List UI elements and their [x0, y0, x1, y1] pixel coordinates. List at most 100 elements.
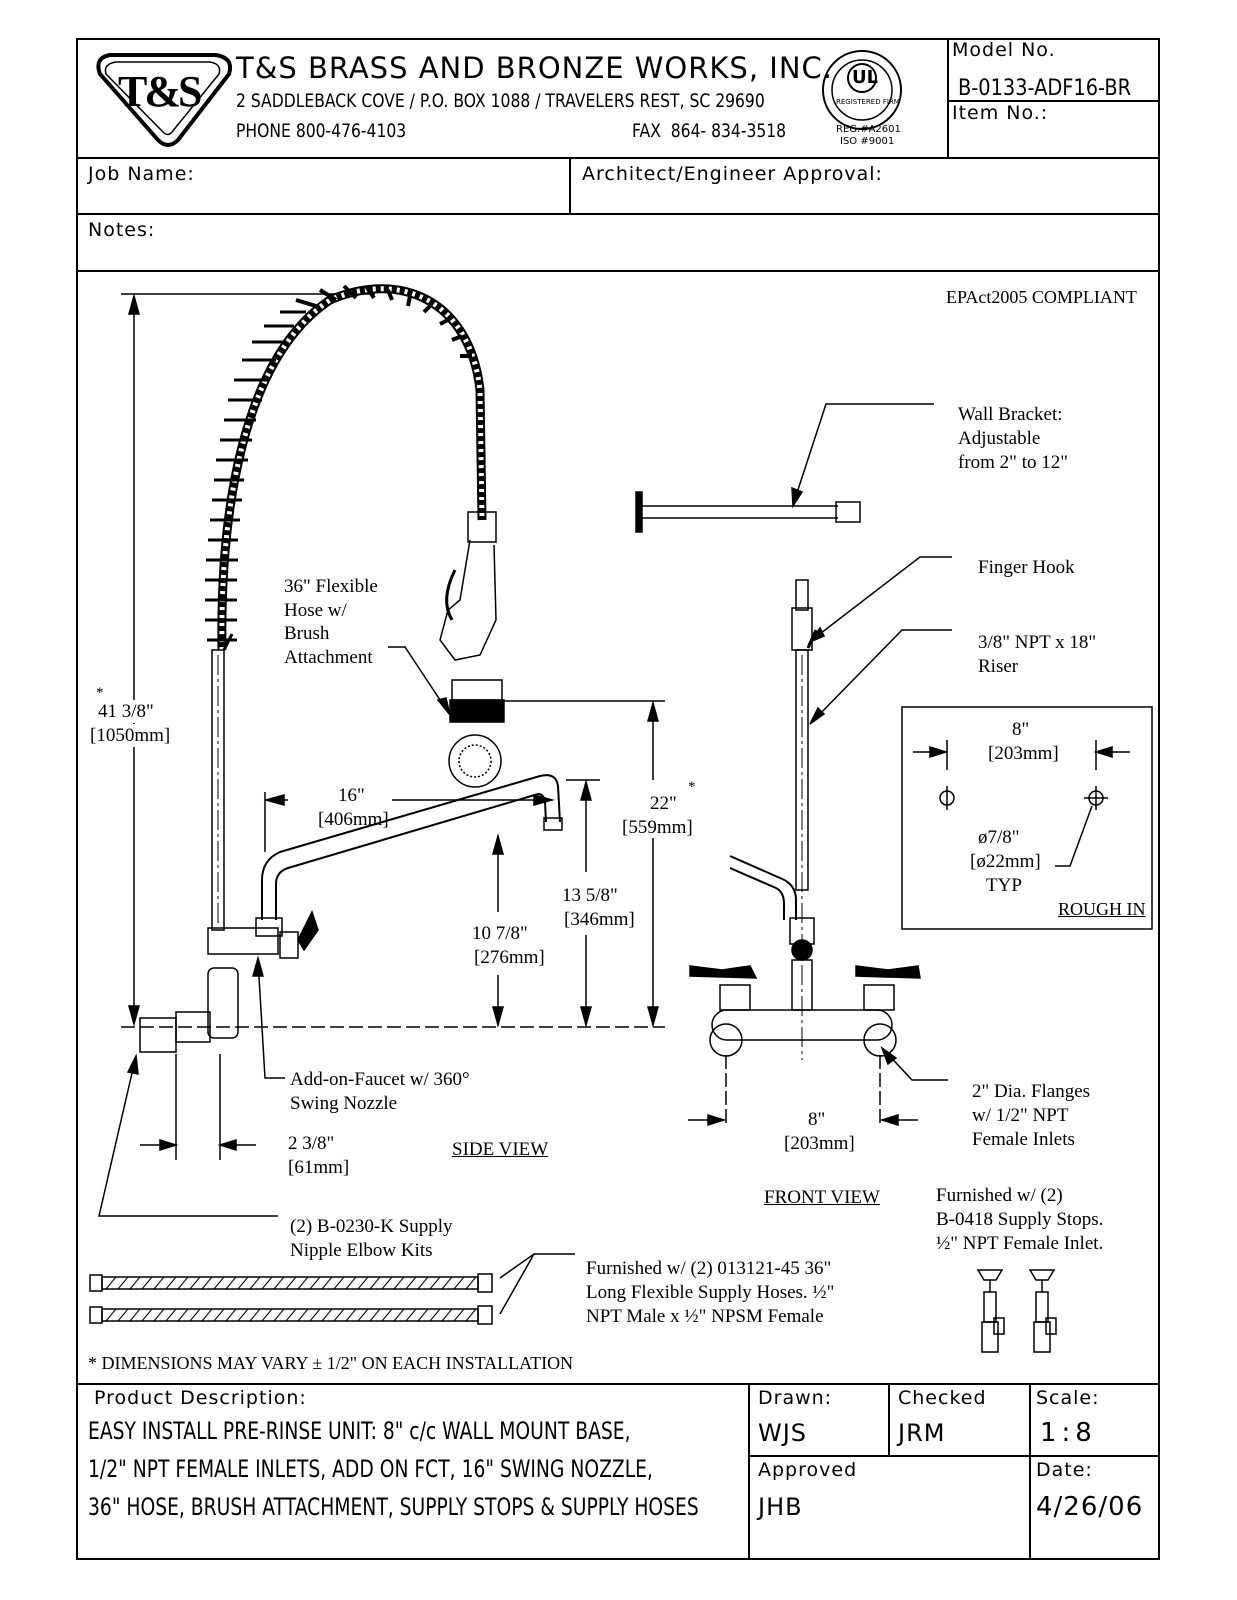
- dim13-inches: 13 5/8": [562, 885, 618, 906]
- header-divider: [76, 157, 1160, 159]
- hose-callout-line4: Attachment: [284, 647, 373, 668]
- leader-hose: [388, 646, 449, 713]
- supply-stops-line1: Furnished w/ (2): [936, 1185, 1063, 1206]
- add-on-line1: Add-on-Faucet w/ 360°: [290, 1069, 470, 1090]
- dim22-inches: 22": [650, 793, 677, 814]
- rough-in-dim-mm: [203mm]: [988, 743, 1059, 764]
- leader-riser: [811, 629, 952, 723]
- supply-kits-line1: (2) B-0230-K Supply: [290, 1216, 453, 1237]
- date-label: Date:: [1036, 1459, 1093, 1481]
- job-architect-divider: [569, 157, 571, 213]
- rough-in-typ: TYP: [986, 875, 1022, 896]
- description-line3: 36" HOSE, BRUSH ATTACHMENT, SUPPLY STOPS…: [88, 1493, 699, 1521]
- hose-callout-line3: Brush: [284, 623, 330, 644]
- dim16-mm: [406mm]: [318, 809, 389, 830]
- supply-stop-2: [1028, 1269, 1057, 1353]
- supply-elbow-side: [207, 967, 239, 1039]
- rough-in-dim-inches: 8": [1012, 719, 1030, 740]
- notes-divider: [76, 270, 1160, 272]
- company-address: 2 SADDLEBACK COVE / P.O. BOX 1088 / TRAV…: [236, 90, 765, 112]
- drawn-label: Drawn:: [758, 1387, 833, 1409]
- nozzle-tip: [543, 817, 563, 831]
- checked-value: JRM: [898, 1419, 946, 1447]
- company-phone: PHONE 800-476-4103: [236, 120, 407, 142]
- riser-top-cap: [795, 579, 809, 611]
- leader-hoses-bottom: [499, 1253, 535, 1315]
- description-line1: EASY INSTALL PRE-RINSE UNIT: 8" c/c WALL…: [88, 1417, 631, 1445]
- front-dim-inches: 8": [808, 1109, 826, 1130]
- flanges-line2: w/ 1/2" NPT: [972, 1105, 1069, 1126]
- dim238-mm: [61mm]: [288, 1157, 350, 1178]
- company-fax: FAX 864- 834-3518: [632, 120, 787, 142]
- hose-fitting-1a: [89, 1274, 103, 1292]
- add-on-faucet-body: [207, 927, 279, 955]
- hose-fitting-1b: [477, 1273, 493, 1293]
- ul-ring-text: REGISTERED FIRM: [836, 98, 900, 106]
- job-divider: [76, 213, 1160, 215]
- supply-hoses-line3: NPT Male x ½" NPSM Female: [586, 1306, 824, 1327]
- flanges-line1: 2" Dia. Flanges: [972, 1081, 1091, 1102]
- brush-bristles: [449, 699, 505, 723]
- riser-label-line2: Riser: [978, 656, 1019, 677]
- flexible-hose-body: [217, 284, 487, 651]
- hose-callout-line2: Hose w/: [284, 600, 347, 621]
- supply-hoses-line2: Long Flexible Supply Hoses. ½": [586, 1282, 835, 1303]
- arrow-down: [128, 1005, 140, 1027]
- reg-number: REG.#A2601: [836, 124, 901, 135]
- front-view-label: FRONT VIEW: [764, 1187, 880, 1208]
- spray-valve-coupling: [467, 511, 497, 543]
- model-label: Model No.: [952, 39, 1056, 61]
- iso-number: ISO #9001: [840, 136, 895, 147]
- spring-coils-top: [295, 284, 472, 358]
- riser-pipe-side: [211, 649, 225, 931]
- flanges-line3: Female Inlets: [972, 1129, 1075, 1150]
- swing-nozzle-outer: [261, 774, 561, 920]
- dim16-inches: 16": [338, 785, 365, 806]
- supply-stop-1: [976, 1269, 1005, 1353]
- scale-value: 1:8: [1040, 1418, 1097, 1448]
- spray-handle: [445, 569, 457, 621]
- height-dim-inches: 41 3/8": [98, 700, 154, 723]
- footer-divider: [76, 1383, 1160, 1385]
- height-asterisk: *: [96, 685, 104, 701]
- brush-face: [448, 734, 502, 788]
- leader-hole: [1055, 805, 1093, 867]
- wall-bracket-line3: from 2" to 12": [958, 452, 1068, 473]
- finger-hook-label: Finger Hook: [978, 557, 1075, 578]
- compliance-label: EPAct2005 COMPLIANT: [946, 287, 1137, 307]
- rough-in-title: ROUGH IN: [1058, 899, 1146, 919]
- date-value: 4/26/06: [1036, 1492, 1144, 1522]
- dim22-mm: [559mm]: [622, 817, 693, 838]
- supply-nipple: [139, 1017, 177, 1053]
- spring-coils: [205, 310, 306, 642]
- logo-text: T&S: [118, 67, 203, 116]
- ts-logo: [96, 53, 233, 147]
- approved-value: JHB: [758, 1493, 803, 1521]
- footer-row-divider: [748, 1455, 1160, 1457]
- dimension-note: * DIMENSIONS MAY VARY ± 1/2" ON EACH INS…: [88, 1353, 574, 1373]
- wall-bracket-plate: [635, 491, 643, 533]
- faucet-handle-stem: [279, 931, 299, 959]
- arrow-up: [128, 293, 140, 315]
- dim10-mm: [276mm]: [474, 947, 545, 968]
- model-value: B-0133-ADF16-BR: [958, 76, 1132, 101]
- leader-add-on: [257, 959, 285, 1079]
- dim10-inches: 10 7/8": [472, 923, 528, 944]
- left-inlet: [719, 984, 751, 1011]
- height-dim-mm: [1050mm]: [90, 724, 171, 747]
- right-handle: [855, 965, 921, 979]
- nozzle-front-outer: [729, 855, 797, 920]
- approved-label: Approved: [758, 1459, 858, 1481]
- item-label: Item No.:: [952, 102, 1049, 124]
- notes-label: Notes:: [88, 219, 156, 241]
- faucet-bonnet: [255, 917, 283, 937]
- supply-hoses-line1: Furnished w/ (2) 013121-45 36": [586, 1258, 832, 1279]
- leader-supply-kits: [98, 1059, 278, 1217]
- rough-in-hole-mm: [ø22mm]: [970, 851, 1041, 872]
- dim13-mm: [346mm]: [564, 909, 635, 930]
- right-inlet: [863, 984, 895, 1011]
- drawn-value: WJS: [758, 1419, 808, 1447]
- bracket-clip: [835, 501, 861, 523]
